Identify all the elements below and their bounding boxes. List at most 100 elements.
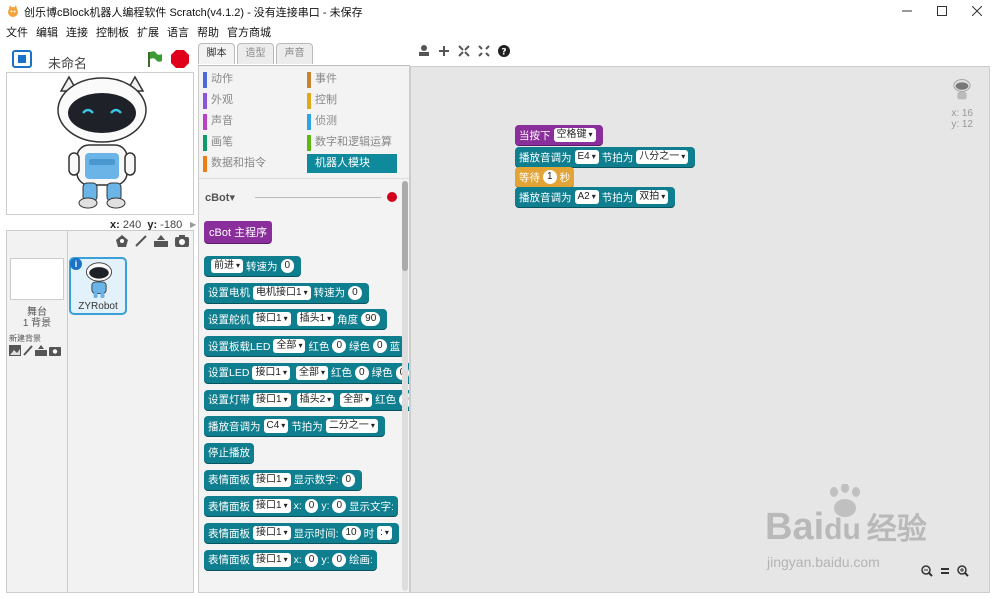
cbot-main-hat-block[interactable]: cBot 主程序 xyxy=(204,221,273,243)
beat-dropdown-1[interactable]: 八分之一 xyxy=(636,150,689,164)
play-tone-block-2[interactable]: 播放音调为 A2 节拍为 双拍 xyxy=(515,187,676,207)
backdrop-upload-icon[interactable] xyxy=(35,345,47,356)
category-9[interactable]: 机器人模块 xyxy=(307,154,397,173)
shrink-tool[interactable] xyxy=(474,44,494,58)
stop-icon[interactable] xyxy=(170,49,190,69)
category-6[interactable]: 画笔 xyxy=(203,133,293,152)
block-dropdown[interactable]: 插头2 xyxy=(296,392,335,407)
palette-block-10[interactable]: 表情面板接口1显示时间:10时: xyxy=(204,523,399,543)
menu-help[interactable]: 帮助 xyxy=(197,27,219,39)
menu-board[interactable]: 控制板 xyxy=(96,27,129,39)
block-number-input[interactable]: 0 xyxy=(332,552,347,567)
note-dropdown-1[interactable]: E4 xyxy=(574,150,599,164)
sprite-info-icon[interactable]: i xyxy=(70,258,82,270)
maximize-button[interactable] xyxy=(925,0,959,22)
menu-edit[interactable]: 编辑 xyxy=(36,27,58,39)
zoom-out-button[interactable] xyxy=(919,564,935,578)
category-4[interactable]: 声音 xyxy=(203,112,293,131)
block-dropdown[interactable]: 接口1 xyxy=(253,472,291,487)
block-dropdown[interactable]: 接口1 xyxy=(253,499,291,514)
block-dropdown[interactable]: 全部 xyxy=(296,365,329,380)
category-5[interactable]: 侦测 xyxy=(307,112,397,131)
palette-block-4[interactable]: 设置LED接口1全部红色0绿色0 xyxy=(204,362,409,383)
zoom-reset-button[interactable] xyxy=(937,564,953,578)
camera-icon[interactable] xyxy=(174,234,190,248)
backdrop-paint-icon[interactable] xyxy=(23,345,33,356)
block-dropdown[interactable]: 全部 xyxy=(273,339,306,354)
tab-sounds[interactable]: 声音 xyxy=(276,43,313,64)
duplicate-tool[interactable] xyxy=(414,44,434,58)
choose-sprite-icon[interactable] xyxy=(115,234,129,248)
block-dropdown[interactable]: C4 xyxy=(263,419,289,434)
cbot-section-dropdown[interactable]: cBot▾ xyxy=(205,192,235,204)
wait-block[interactable]: 等待 1 秒 xyxy=(515,167,575,187)
menu-store[interactable]: 官方商城 xyxy=(227,27,271,39)
block-number-input[interactable]: 0 xyxy=(304,552,319,567)
green-flag-icon[interactable] xyxy=(146,50,164,68)
upload-icon[interactable] xyxy=(153,234,169,248)
backdrop-camera-icon[interactable] xyxy=(49,345,61,356)
block-dropdown[interactable]: 二分之一 xyxy=(325,419,378,434)
project-name[interactable]: 未命名 xyxy=(48,56,88,71)
when-key-pressed-block[interactable]: 当按下 空格键 xyxy=(515,125,603,145)
palette-block-8[interactable]: 表情面板接口1显示数字:0 xyxy=(204,469,363,490)
block-number-input[interactable]: 0 xyxy=(304,499,319,514)
palette-block-11[interactable]: 表情面板接口1x:0y:0绘画: xyxy=(204,549,377,570)
menu-file[interactable]: 文件 xyxy=(6,27,28,39)
category-1[interactable]: 事件 xyxy=(307,70,397,89)
grow-tool[interactable] xyxy=(454,44,474,58)
fullscreen-icon[interactable] xyxy=(12,50,32,68)
block-dropdown[interactable]: 前进 xyxy=(211,259,244,273)
block-dropdown[interactable]: : xyxy=(377,526,392,540)
category-8[interactable]: 数据和指令 xyxy=(203,154,293,173)
block-dropdown[interactable]: 接口1 xyxy=(253,392,291,407)
menu-connect[interactable]: 连接 xyxy=(66,27,88,39)
palette-block-2[interactable]: 设置舵机接口1插头1角度90 xyxy=(204,309,388,330)
play-tone-block-1[interactable]: 播放音调为 E4 节拍为 八分之一 xyxy=(515,147,696,167)
palette-block-3[interactable]: 设置板载LED全部红色0绿色0蓝 xyxy=(204,336,405,357)
collapse-arrow-icon[interactable]: ▶ xyxy=(190,220,197,229)
stage-thumbnail[interactable] xyxy=(10,258,64,300)
category-2[interactable]: 外观 xyxy=(203,91,293,110)
block-number-input[interactable]: 0 xyxy=(355,365,369,380)
category-0[interactable]: 动作 xyxy=(203,70,293,89)
sprite-tile-zyrobot[interactable]: i ZYRobot xyxy=(69,257,127,315)
menu-extensions[interactable]: 扩展 xyxy=(137,27,159,39)
block-number-input[interactable]: 0 xyxy=(332,339,347,354)
block-dropdown[interactable]: 全部 xyxy=(340,392,373,407)
block-number-input[interactable]: 0 xyxy=(373,339,387,354)
beat-dropdown-2[interactable]: 双拍 xyxy=(636,190,669,204)
block-dropdown[interactable]: 接口1 xyxy=(252,365,291,380)
palette-block-7[interactable]: 停止播放 xyxy=(204,442,254,463)
tab-costumes[interactable]: 造型 xyxy=(237,43,274,64)
block-number-input[interactable]: 0 xyxy=(332,499,347,514)
block-number-input[interactable]: 0 xyxy=(348,285,362,300)
tab-scripts[interactable]: 脚本 xyxy=(198,43,235,64)
category-7[interactable]: 数字和逻辑运算 xyxy=(307,133,397,152)
block-dropdown[interactable]: 电机接口1 xyxy=(253,285,311,300)
scripts-area[interactable]: 当按下 空格键 播放音调为 E4 节拍为 八分之一 等待 1 秒 播放音调为 A… xyxy=(410,66,990,593)
palette-scrollbar[interactable] xyxy=(402,181,408,591)
zyrobot-sprite[interactable] xyxy=(47,75,157,215)
block-dropdown[interactable]: 接口1 xyxy=(253,552,291,567)
stage-canvas[interactable] xyxy=(6,72,194,215)
palette-block-0[interactable]: 前进转速为0 xyxy=(204,256,302,276)
category-3[interactable]: 控制 xyxy=(307,91,397,110)
minimize-button[interactable] xyxy=(890,0,924,22)
backdrop-library-icon[interactable] xyxy=(9,345,21,356)
menu-language[interactable]: 语言 xyxy=(167,27,189,39)
paint-brush-icon[interactable] xyxy=(134,234,148,248)
close-button[interactable] xyxy=(960,0,994,22)
wait-seconds-input[interactable]: 1 xyxy=(543,170,557,184)
help-tool[interactable]: ? xyxy=(494,44,514,58)
block-number-input[interactable]: 10 xyxy=(341,526,361,540)
zoom-in-button[interactable] xyxy=(955,564,971,578)
block-dropdown[interactable]: 插头1 xyxy=(296,312,335,327)
block-dropdown[interactable]: 接口1 xyxy=(253,312,291,327)
note-dropdown-2[interactable]: A2 xyxy=(574,190,599,204)
palette-block-1[interactable]: 设置电机电机接口1转速为0 xyxy=(204,282,369,303)
block-number-input[interactable]: 90 xyxy=(361,312,381,327)
block-number-input[interactable]: 0 xyxy=(280,259,295,273)
palette-scrollbar-thumb[interactable] xyxy=(402,181,408,271)
